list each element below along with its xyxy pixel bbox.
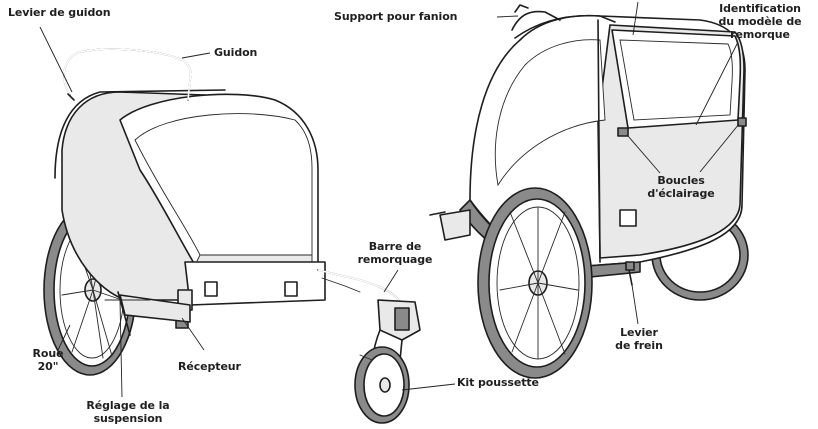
label-brake-lever: Levier de frein	[615, 326, 663, 352]
label-flag-holder: Support pour fanion	[334, 10, 458, 23]
stroller-kit	[354, 299, 421, 424]
leader-lines	[39, 1, 740, 398]
right-trailer	[429, 4, 749, 379]
label-receiver: Récepteur	[178, 360, 241, 373]
left-trailer	[43, 48, 421, 424]
label-tow-bar: Barre de remorquage	[357, 240, 433, 266]
left-tow-bar	[317, 269, 403, 306]
label-suspension: Réglage de la suspension	[86, 399, 170, 425]
label-model-id: Identification du modèle de remorque	[718, 2, 802, 41]
label-handlebar: Guidon	[214, 46, 258, 59]
right-trailer-wheel	[477, 187, 593, 379]
label-stroller-kit: Kit poussette	[457, 376, 539, 389]
label-wheel: Roue 20"	[32, 347, 64, 373]
label-handlebar-lever: Levier de guidon	[8, 6, 111, 19]
left-handlebar	[63, 48, 192, 101]
label-light-loops: Boucles d'éclairage	[647, 174, 715, 200]
